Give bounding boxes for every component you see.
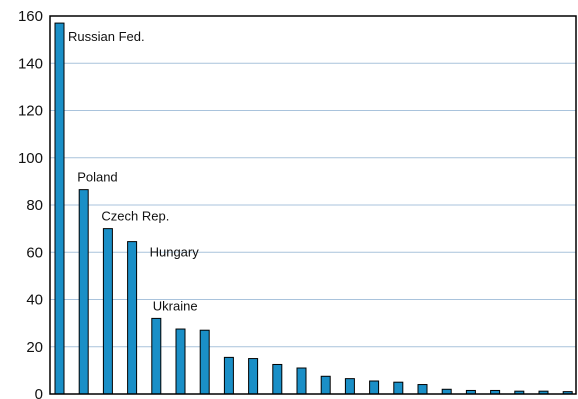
annotation-label: Poland (77, 170, 117, 185)
bar-4 (151, 317, 162, 395)
bar-11 (320, 375, 331, 395)
bar-0 (54, 22, 65, 395)
bar-8 (248, 358, 259, 395)
y-tick-label: 60 (26, 244, 43, 261)
bar-7 (223, 356, 234, 395)
grid-lines (50, 62, 576, 348)
bar-15 (417, 384, 428, 395)
annotation-label: Czech Rep. (101, 209, 169, 224)
y-tick-label: 100 (18, 150, 43, 167)
annotation-label: Ukraine (153, 298, 198, 313)
bar-3 (127, 241, 138, 395)
y-tick-label: 160 (18, 8, 43, 25)
bars (54, 22, 573, 395)
y-tick-label: 80 (26, 197, 43, 214)
y-tick-label: 20 (26, 339, 43, 356)
y-tick-label: 40 (26, 292, 43, 309)
bar-14 (393, 381, 404, 395)
bar-10 (296, 367, 307, 395)
y-tick-label: 120 (18, 103, 43, 120)
plot-frame (49, 15, 577, 395)
bar-1 (78, 189, 89, 395)
bar-12 (344, 378, 355, 395)
y-tick-label: 140 (18, 55, 43, 72)
bar-13 (369, 380, 380, 395)
bar-9 (272, 363, 283, 395)
annotation-label: Russian Fed. (68, 29, 145, 44)
bar-2 (102, 228, 113, 395)
annotation-label: Hungary (150, 245, 200, 260)
bar-6 (199, 329, 210, 395)
bar-5 (175, 328, 186, 395)
y-axis-ticks: 0 20 40 60 80 100 120 140 160 (18, 8, 43, 399)
y-tick-label: 0 (35, 386, 43, 399)
